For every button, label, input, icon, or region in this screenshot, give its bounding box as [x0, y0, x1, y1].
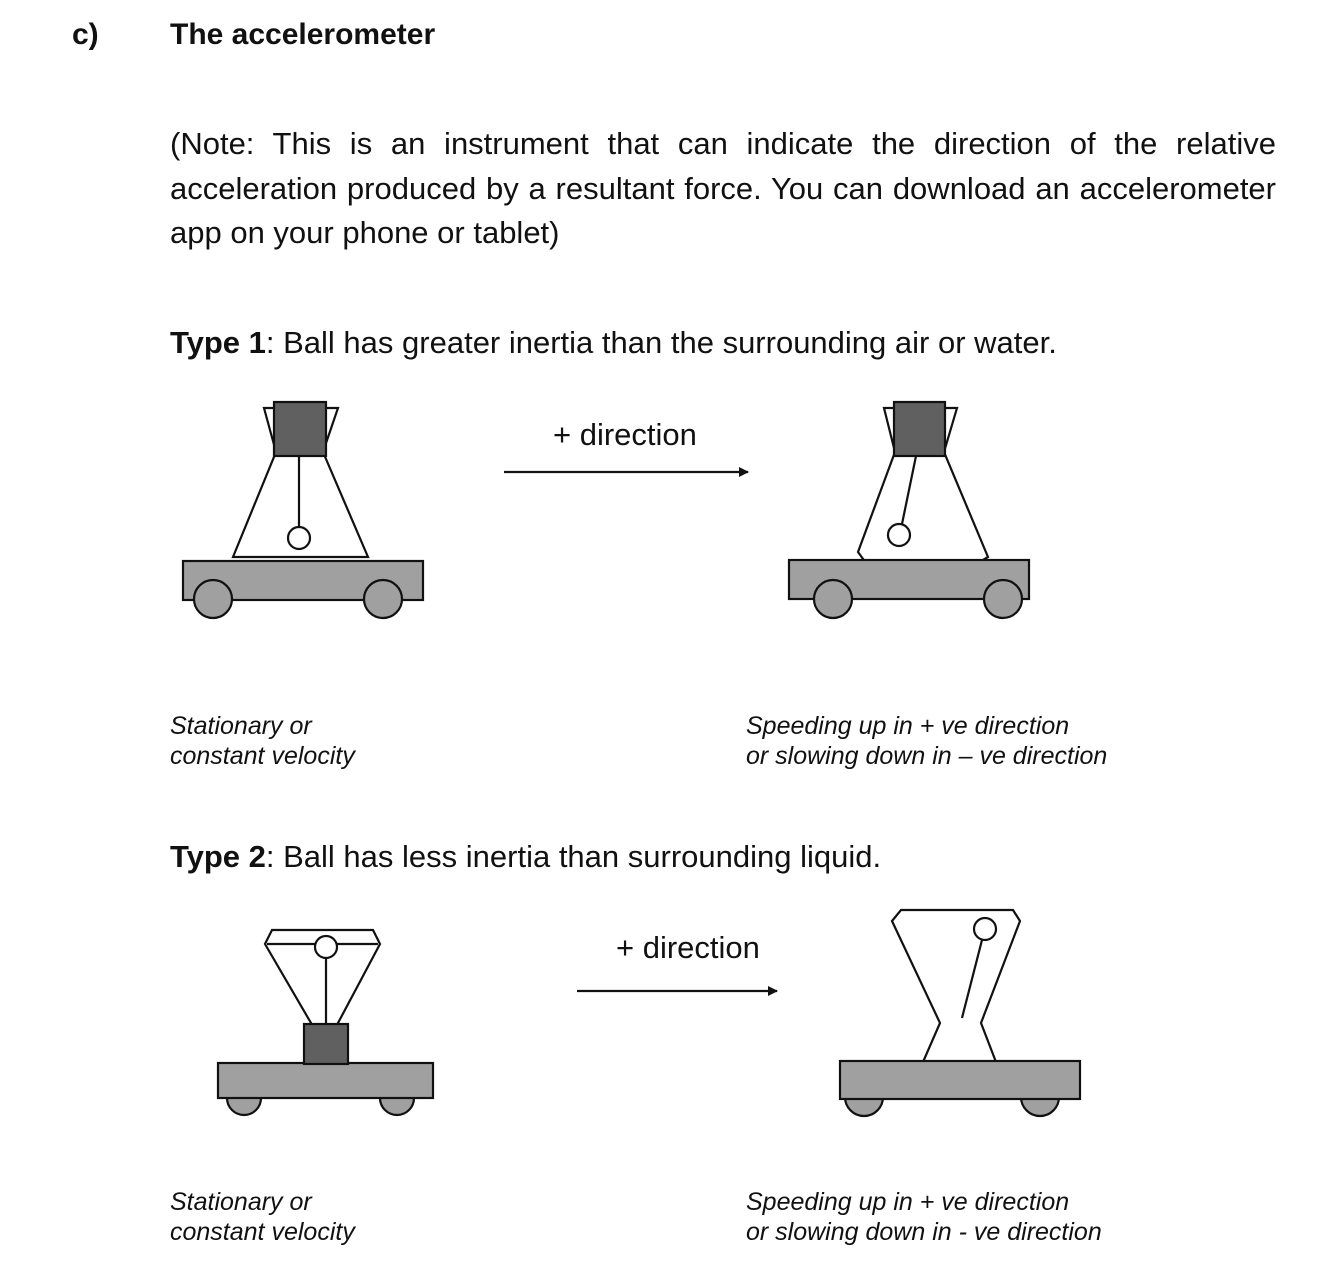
caption-line: constant velocity [170, 742, 355, 770]
caption-line: Stationary or [170, 712, 312, 740]
cart-wheel [812, 578, 854, 620]
flask-outline [890, 908, 1022, 1064]
type1-caption-right: Speeding up in + ve direction or slowing… [746, 711, 1107, 771]
section-title: The accelerometer [170, 18, 436, 51]
pendulum-string [960, 939, 984, 1019]
type1-label: Type 1 [170, 325, 266, 360]
caption-line: or slowing down in – ve direction [746, 742, 1108, 770]
pendulum-ball [972, 916, 998, 942]
type1-heading: Type 1: Ball has greater inertia than th… [170, 325, 1057, 361]
type2-accelerating-diagram [838, 908, 1082, 1118]
cart-body [216, 1061, 435, 1100]
type1-accelerating-diagram [787, 400, 1031, 620]
caption-line: Speeding up in + ve direction [746, 712, 1070, 740]
caption-line: Stationary or [170, 1188, 312, 1216]
type1-stationary-diagram [181, 400, 425, 620]
type2-direction-label: + direction [616, 930, 760, 965]
type2-description: : Ball has less inertia than surrounding… [265, 839, 882, 874]
type1-description: : Ball has greater inertia than the surr… [265, 325, 1057, 360]
caption-line: Speeding up in + ve direction [746, 1188, 1070, 1216]
mass-block [302, 1022, 350, 1066]
pendulum-ball [313, 934, 339, 960]
mass-block [892, 400, 947, 458]
caption-line: constant velocity [170, 1218, 355, 1246]
type1-direction-label: + direction [553, 417, 697, 452]
pendulum-string [900, 455, 918, 525]
cart-wheel [982, 578, 1024, 620]
cart-wheel [362, 578, 404, 620]
cart-body [838, 1059, 1082, 1101]
type1-caption-left: Stationary or constant velocity [170, 711, 355, 771]
mass-block [272, 400, 328, 458]
section-label: c) [72, 18, 99, 51]
type2-stationary-diagram [216, 928, 435, 1117]
type2-caption-right: Speeding up in + ve direction or slowing… [746, 1187, 1102, 1247]
note-paragraph: (Note: This is an instrument that can in… [170, 126, 1276, 250]
cart-wheel [192, 578, 234, 620]
type2-caption-left: Stationary or constant velocity [170, 1187, 355, 1247]
pendulum-ball [286, 525, 312, 551]
type2-heading: Type 2: Ball has less inertia than surro… [170, 839, 881, 875]
caption-line: or slowing down in - ve direction [746, 1218, 1102, 1246]
type2-label: Type 2 [170, 839, 266, 874]
pendulum-ball [886, 522, 912, 548]
